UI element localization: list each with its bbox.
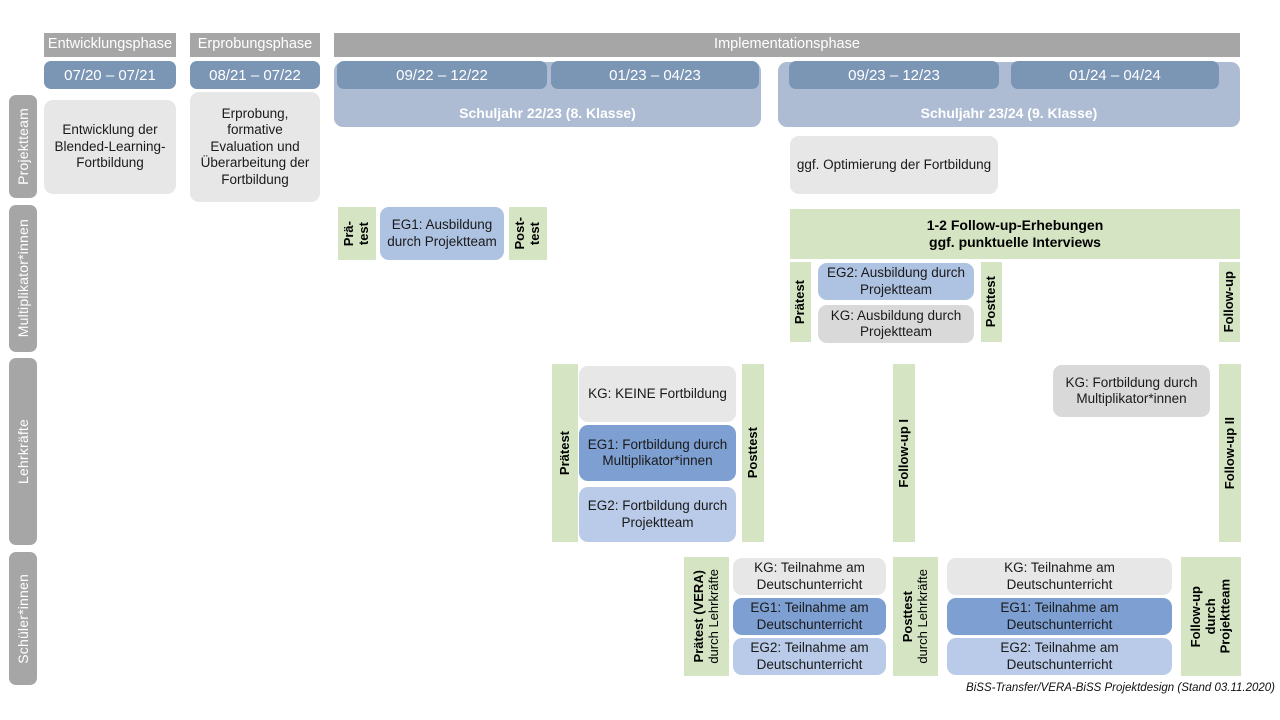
schueler-pretest-vera-bar: durch Lehrkräfte Prätest (VERA) bbox=[684, 557, 729, 676]
lehrkraefte-kg-fortbildung-box: KG: Fortbildung durch Multiplikator*inne… bbox=[1053, 365, 1210, 417]
followup-text: Follow-up II bbox=[1221, 416, 1237, 490]
date-chip-0821-0722: 08/21 – 07/22 bbox=[190, 61, 320, 89]
actor-text: Schüler*innen bbox=[15, 573, 31, 664]
multiplikator-kg-box: KG: Ausbildung durch Projektteam bbox=[818, 305, 974, 343]
pretest-main-text: Prätest (VERA) bbox=[690, 570, 706, 663]
box-text: ggf. Optimierung der Fortbildung bbox=[796, 156, 992, 172]
box-text: EG1: Ausbildung durch Projektteam bbox=[387, 217, 497, 249]
followup-sub-line-1: durch bbox=[1202, 598, 1218, 635]
date-chip-0123-0423: 01/23 – 04/23 bbox=[551, 61, 759, 89]
lehrkraefte-eg2-box: EG2: Fortbildung durch Projektteam bbox=[579, 487, 736, 542]
schueler-eg1-box-a: EG1: Teilnahme am Deutschunterricht bbox=[733, 598, 886, 635]
date-chip-label: 09/22 – 12/22 bbox=[396, 66, 488, 84]
pretest-line2: test bbox=[356, 221, 371, 246]
posttest-text: Posttest bbox=[744, 427, 760, 479]
school-year-label: Schuljahr 23/24 (9. Klasse) bbox=[920, 105, 1098, 121]
lehrkraefte-followup-1-bar: Follow-up I bbox=[893, 364, 915, 542]
box-text: KG: KEINE Fortbildung bbox=[588, 385, 727, 401]
pretest-text: Prätest bbox=[556, 430, 572, 476]
posttest-sub-text: durch Lehrkräfte bbox=[914, 569, 930, 664]
phase-header-label: Entwicklungsphase bbox=[47, 36, 173, 53]
pretest-sub-text: durch Lehrkräfte bbox=[705, 569, 721, 664]
date-chip-0923-1223: 09/23 – 12/23 bbox=[789, 61, 999, 89]
multiplikator-pretest-early-bar: test Prä- bbox=[338, 207, 376, 260]
pretest-line1: Prä- bbox=[341, 220, 357, 247]
school-year-label: Schuljahr 22/23 (8. Klasse) bbox=[459, 105, 636, 121]
pretest-text: Prätest bbox=[792, 279, 808, 325]
multiplikator-followup-bar: Follow-up bbox=[1219, 262, 1240, 342]
multiplikator-posttest-late-bar: Posttest bbox=[981, 262, 1002, 342]
footer-note: BiSS-Transfer/VERA-BiSS Projektdesign (S… bbox=[966, 682, 1275, 694]
multiplikator-pretest-late-bar: Prätest bbox=[790, 262, 811, 342]
box-text: Entwicklung der Blended-Learning-Fortbil… bbox=[54, 122, 166, 171]
box-text: EG2: Fortbildung durch Projektteam bbox=[587, 498, 728, 530]
actor-text: Multiplikator*innen bbox=[15, 219, 31, 338]
posttest-line2: test bbox=[527, 221, 542, 246]
schueler-posttest-bar: durch Lehrkräfte Posttest bbox=[893, 557, 938, 676]
box-text: EG1: Teilnahme am Deutschunterricht bbox=[750, 600, 869, 632]
multiplikator-eg2-box: EG2: Ausbildung durch Projektteam bbox=[818, 263, 974, 300]
followup-text: Follow-up bbox=[1221, 271, 1237, 333]
phase-header-entwicklung: Entwicklungsphase bbox=[44, 33, 176, 57]
actor-label-schuelerinnen: Schüler*innen bbox=[9, 552, 37, 685]
followup-sub-line-2: Projektteam bbox=[1217, 579, 1233, 654]
lehrkraefte-followup-2-bar: Follow-up II bbox=[1219, 364, 1241, 542]
actor-label-projektteam: Projektteam bbox=[9, 95, 37, 198]
date-chip-0124-0424: 01/24 – 04/24 bbox=[1011, 61, 1219, 89]
date-chip-label: 01/24 – 04/24 bbox=[1069, 66, 1161, 84]
box-text: KG: Ausbildung durch Projektteam bbox=[830, 307, 962, 339]
box-text: EG2: Teilnahme am Deutschunterricht bbox=[750, 640, 869, 672]
lehrkraefte-posttest-bar: Posttest bbox=[742, 364, 764, 542]
box-text: EG1: Fortbildung durch Multiplikator*inn… bbox=[587, 436, 728, 468]
followup-main-text: Follow-up bbox=[1187, 585, 1203, 648]
date-chip-label: 09/23 – 12/23 bbox=[848, 66, 940, 84]
multiplikator-eg1-box: EG1: Ausbildung durch Projektteam bbox=[380, 207, 504, 260]
posttest-line1: Post- bbox=[512, 217, 528, 250]
posttest-text: Posttest bbox=[983, 276, 999, 328]
box-text: EG2: Teilnahme am Deutschunterricht bbox=[1000, 640, 1119, 672]
actor-text: Projektteam bbox=[15, 108, 31, 185]
lehrkraefte-pretest-bar: Prätest bbox=[552, 364, 578, 542]
box-text: EG2: Ausbildung durch Projektteam bbox=[826, 265, 966, 297]
multiplikator-posttest-early-bar: test Post- bbox=[509, 207, 547, 260]
projektteam-box-entwicklung: Entwicklung der Blended-Learning-Fortbil… bbox=[44, 100, 176, 194]
date-chip-0922-1222: 09/22 – 12/22 bbox=[337, 61, 547, 89]
schueler-eg1-box-b: EG1: Teilnahme am Deutschunterricht bbox=[947, 598, 1172, 635]
phase-header-erprobung: Erprobungsphase bbox=[190, 33, 320, 57]
phase-header-label: Erprobungsphase bbox=[197, 36, 313, 53]
schueler-eg2-box-a: EG2: Teilnahme am Deutschunterricht bbox=[733, 638, 886, 675]
date-chip-0720-0721: 07/20 – 07/21 bbox=[44, 61, 176, 89]
phase-header-implementation: Implementationsphase bbox=[334, 33, 1240, 57]
box-text: EG1: Teilnahme am Deutschunterricht bbox=[1000, 600, 1119, 632]
followup-text: Follow-up I bbox=[895, 418, 911, 488]
date-chip-label: 07/20 – 07/21 bbox=[64, 66, 156, 84]
phase-header-label: Implementationsphase bbox=[714, 36, 860, 53]
lehrkraefte-kg-box: KG: KEINE Fortbildung bbox=[579, 366, 736, 422]
schueler-eg2-box-b: EG2: Teilnahme am Deutschunterricht bbox=[947, 638, 1172, 675]
projektteam-box-erprobung: Erprobung, formative Evaluation und Über… bbox=[190, 92, 320, 202]
box-text: KG: Teilnahme am Deutschunterricht bbox=[754, 560, 865, 592]
actor-text: Lehrkräfte bbox=[15, 418, 31, 485]
posttest-main-text: Posttest bbox=[899, 590, 915, 643]
schueler-kg-box-b: KG: Teilnahme am Deutschunterricht bbox=[947, 558, 1172, 595]
schueler-kg-box-a: KG: Teilnahme am Deutschunterricht bbox=[733, 558, 886, 595]
box-text: KG: Teilnahme am Deutschunterricht bbox=[1004, 560, 1115, 592]
box-text: Erprobung, formative Evaluation und Über… bbox=[200, 105, 310, 187]
banner-line-2: ggf. punktuelle Interviews bbox=[929, 234, 1101, 250]
actor-label-lehrkraefte: Lehrkräfte bbox=[9, 358, 37, 545]
lehrkraefte-eg1-box: EG1: Fortbildung durch Multiplikator*inn… bbox=[579, 425, 736, 481]
box-text: KG: Fortbildung durch Multiplikator*inne… bbox=[1065, 374, 1198, 406]
actor-label-multiplikatorinnen: Multiplikator*innen bbox=[9, 205, 37, 352]
date-chip-label: 01/23 – 04/23 bbox=[609, 66, 701, 84]
banner-line-1: 1-2 Follow-up-Erhebungen bbox=[926, 216, 1104, 233]
multiplikator-followup-banner: 1-2 Follow-up-Erhebungen ggf. punktuelle… bbox=[790, 209, 1240, 259]
projektteam-box-optimierung: ggf. Optimierung der Fortbildung bbox=[790, 136, 998, 194]
date-chip-label: 08/21 – 07/22 bbox=[209, 66, 301, 84]
